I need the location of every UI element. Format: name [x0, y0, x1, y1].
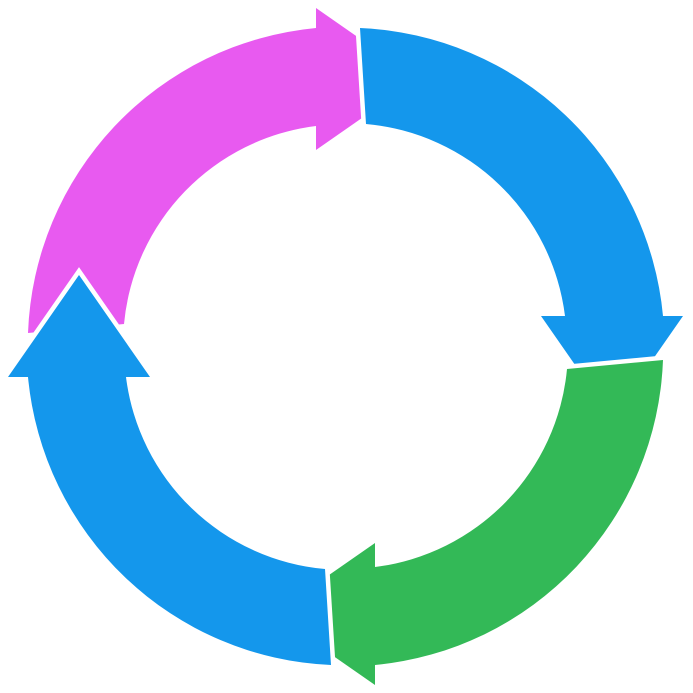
cycle-arrow-bottom-left: [0, 267, 336, 670]
cycle-arrow-top-left: [23, 0, 426, 338]
cycle-arrow-top-right: [355, 23, 692, 426]
cycle-arrow-bottom-right: [265, 355, 668, 693]
